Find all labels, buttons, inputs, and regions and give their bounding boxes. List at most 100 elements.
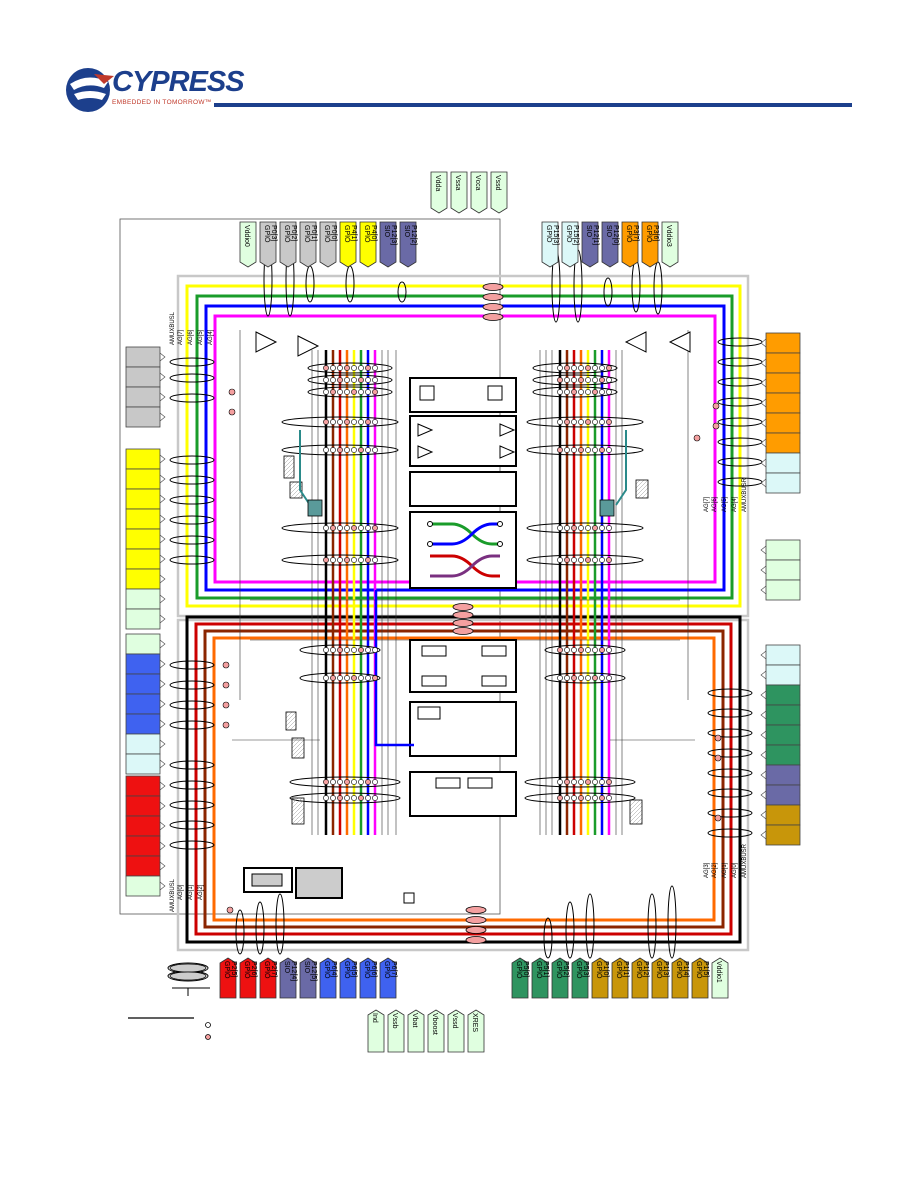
- svg-text:P2[6]: P2[6]: [250, 961, 257, 977]
- svg-text:SIO: SIO: [605, 225, 612, 238]
- svg-text:GPIO: GPIO: [545, 225, 552, 243]
- switch-node: [351, 779, 357, 785]
- switch-node: [712, 402, 720, 410]
- switch-node: [344, 365, 350, 371]
- switch-node: [564, 675, 570, 681]
- switch-node: [365, 377, 371, 383]
- top-left-pin-tag: Vddio0: [239, 221, 257, 268]
- svg-text:GPIO: GPIO: [343, 225, 350, 243]
- switch-node: [557, 365, 563, 371]
- bus-labels-right: AG[7] AG[6] AG[5] AG[4] AMUXBUSR AG[3] A…: [704, 477, 748, 878]
- right-light-pin: [765, 472, 801, 494]
- switch-node: [337, 675, 343, 681]
- ag5-left-label: AG[5]: [198, 329, 204, 345]
- svg-text:GPIO: GPIO: [363, 961, 370, 979]
- thin-routing-lines: [232, 330, 695, 835]
- crossbar-dots: [427, 521, 503, 547]
- switch-node: [372, 779, 378, 785]
- right-light-pin: [765, 644, 801, 666]
- right-orange-pin: [765, 332, 801, 354]
- svg-text:P6[6]: P6[6]: [370, 961, 377, 977]
- switch-node: [330, 647, 336, 653]
- switch-node: [351, 377, 357, 383]
- left-yellow-pin: [125, 568, 161, 590]
- switch-node: [599, 447, 605, 453]
- switch-node: [599, 419, 605, 425]
- left-gray-pin: [125, 406, 161, 428]
- right-green-pin: [765, 704, 801, 726]
- svg-text:P5[0]: P5[0]: [522, 961, 529, 977]
- switch-node: [557, 557, 563, 563]
- svg-text:Vddio3: Vddio3: [665, 225, 672, 247]
- switch-node: [351, 389, 357, 395]
- switch-node: [585, 557, 591, 563]
- switch-node: [323, 557, 329, 563]
- switch-node: [365, 389, 371, 395]
- switch-node: [599, 365, 605, 371]
- rtc-block: [243, 867, 415, 904]
- switch-node: [337, 647, 343, 653]
- switch-node: [599, 795, 605, 801]
- svg-text:GPIO: GPIO: [695, 961, 702, 979]
- left-gray-pin: [125, 386, 161, 408]
- svg-text:GPIO: GPIO: [575, 961, 582, 979]
- amuxbus-l-label-bottom: AMUXBUSL: [170, 878, 176, 912]
- switch-node: [599, 377, 605, 383]
- switch-node: [578, 377, 584, 383]
- switch-node: [351, 525, 357, 531]
- switch-node: [585, 675, 591, 681]
- left-yellow-pin: [125, 448, 161, 470]
- switch-node: [557, 447, 563, 453]
- right-orange-pin: [765, 352, 801, 374]
- switch-node: [585, 365, 591, 371]
- switch-node: [714, 734, 722, 742]
- switch-node: [714, 814, 722, 822]
- svg-text:P15[2]: P15[2]: [572, 225, 579, 245]
- right-orange-pin: [765, 432, 801, 454]
- svg-text:P12[2]: P12[2]: [410, 225, 417, 245]
- right-purple-pin: [765, 764, 801, 786]
- switch-node: [578, 779, 584, 785]
- switch-node: [330, 447, 336, 453]
- right-pin-stack: [760, 332, 801, 846]
- svg-text:GPIO: GPIO: [655, 961, 662, 979]
- switch-node: [337, 419, 343, 425]
- svg-text:Vssb: Vssb: [391, 1013, 398, 1029]
- switch-node: [330, 675, 336, 681]
- switch-node: [585, 377, 591, 383]
- svg-text:P1[1]: P1[1]: [622, 961, 629, 977]
- switch-node: [571, 377, 577, 383]
- switch-node: [344, 675, 350, 681]
- logo-tagline: EMBEDDED IN TOMORROW™: [112, 99, 212, 106]
- svg-text:P3[6]: P3[6]: [652, 225, 659, 241]
- switch-node: [606, 779, 612, 785]
- ag3-bottom-right-label: AG[3]: [704, 862, 710, 878]
- switch-node: [351, 447, 357, 453]
- svg-text:P4[0]: P4[0]: [370, 225, 377, 241]
- switch-node: [606, 377, 612, 383]
- svg-text:P0[0]: P0[0]: [330, 225, 337, 241]
- switch-node: [571, 557, 577, 563]
- switch-node: [344, 525, 350, 531]
- switch-node: [557, 647, 563, 653]
- svg-text:P0[3]: P0[3]: [270, 225, 277, 241]
- right-purple-pin: [765, 784, 801, 806]
- svg-text:P2[7]: P2[7]: [270, 961, 277, 977]
- svg-text:GPIO: GPIO: [323, 225, 330, 243]
- switch-node: [592, 419, 598, 425]
- switch-node: [557, 525, 563, 531]
- switch-node: [337, 377, 343, 383]
- svg-text:P6[7]: P6[7]: [390, 961, 397, 977]
- right-orange-pin: [765, 392, 801, 414]
- svg-text:Vcca: Vcca: [474, 175, 481, 191]
- logo-wordmark: CYPRESS: [112, 66, 245, 98]
- switch-node: [344, 557, 350, 563]
- left-blue-pin: [125, 713, 161, 735]
